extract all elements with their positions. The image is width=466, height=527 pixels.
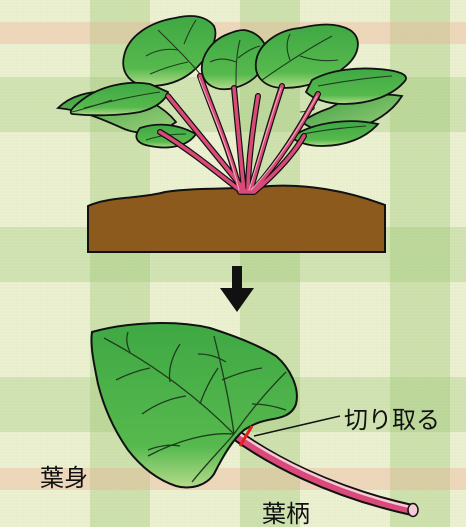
whole-plant <box>58 16 406 252</box>
label-cut-off: 切り取る <box>344 400 440 435</box>
soil-mound <box>88 186 385 252</box>
petiole-outline <box>232 432 412 510</box>
label-leaf-blade: 葉身 <box>40 458 88 493</box>
label-petiole: 葉柄 <box>262 494 310 527</box>
arrow-down-icon <box>220 266 254 312</box>
